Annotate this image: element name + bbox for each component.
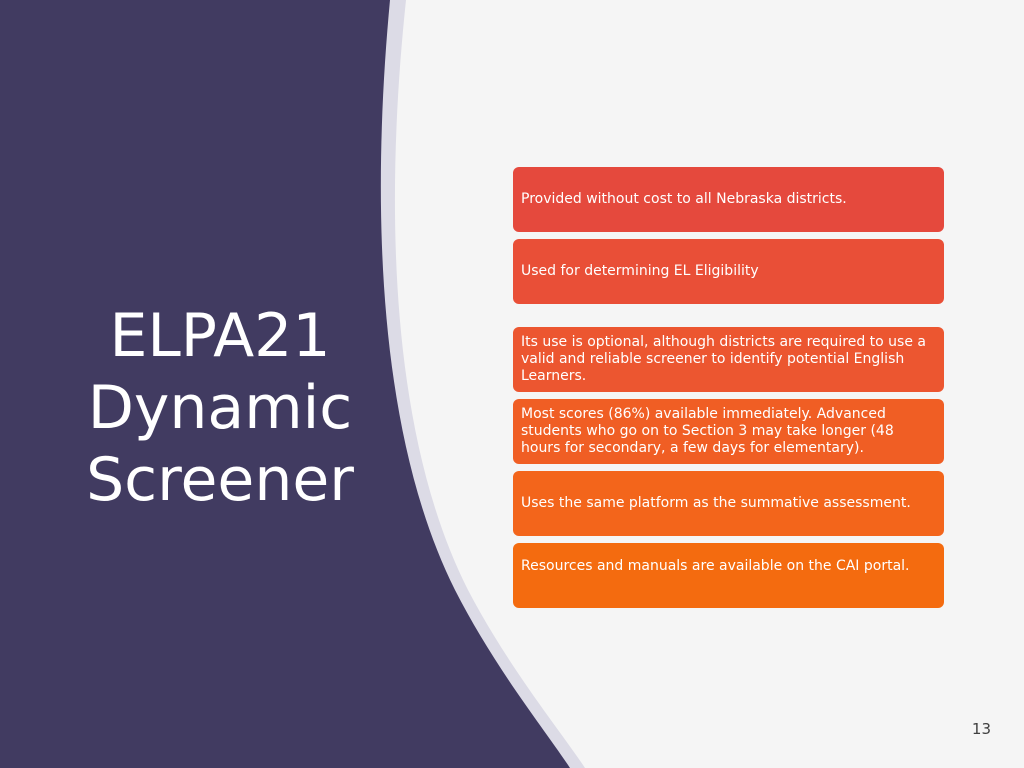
- title-line-1: ELPA21: [109, 301, 331, 371]
- info-box-text: Uses the same platform as the summative …: [521, 495, 911, 511]
- info-box-optional: Its use is optional, although districts …: [513, 327, 944, 392]
- info-box-text: Its use is optional, although districts …: [521, 334, 926, 384]
- page-number: 13: [971, 720, 991, 738]
- slide-title: ELPA21 Dynamic Screener: [60, 300, 380, 516]
- title-line-3: Screener: [86, 445, 354, 515]
- title-sidebar: [0, 0, 570, 768]
- info-box-text: Most scores (86%) available immediately.…: [521, 406, 894, 456]
- info-box-platform: Uses the same platform as the summative …: [513, 471, 944, 536]
- info-box-cost: Provided without cost to all Nebraska di…: [513, 167, 944, 232]
- info-box-resources: Resources and manuals are available on t…: [513, 543, 944, 608]
- info-box-text: Provided without cost to all Nebraska di…: [521, 191, 847, 207]
- info-box-text: Resources and manuals are available on t…: [521, 558, 910, 574]
- info-box-eligibility: Used for determining EL Eligibility: [513, 239, 944, 304]
- title-line-2: Dynamic: [87, 373, 353, 443]
- info-box-scores: Most scores (86%) available immediately.…: [513, 399, 944, 464]
- info-box-text: Used for determining EL Eligibility: [521, 263, 759, 279]
